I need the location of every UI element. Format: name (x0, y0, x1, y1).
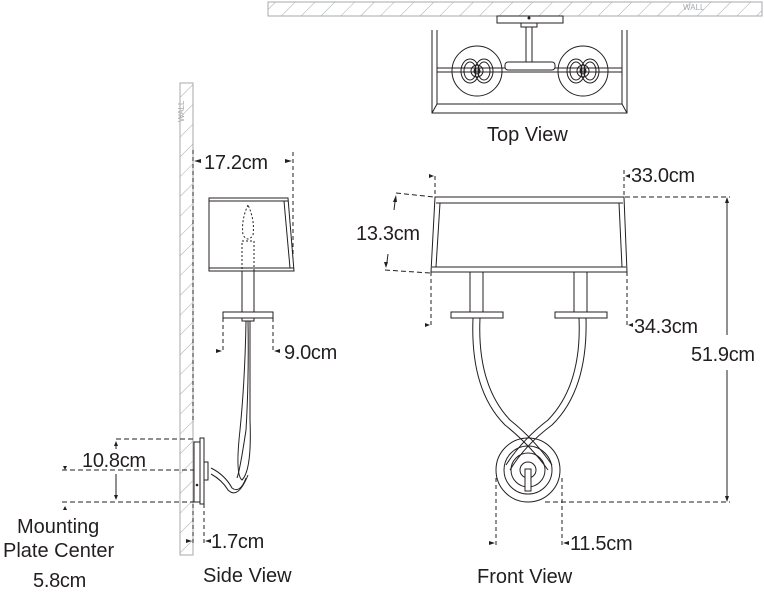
front-view-label: Front View (477, 566, 573, 588)
dim-backplate-width: 11.5cm (570, 533, 633, 555)
side-view-drawing (62, 82, 295, 556)
dim-side-extension: 17.2cm (204, 152, 268, 174)
mounting-plate-center-label-1: Mounting (17, 516, 100, 538)
mounting-plate-center-label-2: Plate Center (3, 540, 115, 562)
dim-mounting-plate-center: 5.8cm (33, 570, 86, 592)
dim-overall-height: 51.9cm (691, 344, 755, 366)
top-view-label: Top View (487, 124, 568, 146)
top-view-drawing (267, 1, 763, 114)
front-view-drawing (384, 170, 730, 545)
wall-label-side: WALL (177, 100, 186, 123)
wall-side (179, 82, 194, 556)
dim-bobeche-width: 9.0cm (284, 342, 337, 364)
side-view-label: Side View (203, 565, 292, 587)
wall-label-top: WALL (683, 3, 705, 12)
dim-shade-bottom-width: 34.3cm (634, 316, 698, 338)
dim-shade-top-width: 33.0cm (631, 165, 695, 187)
dim-backplate-height: 10.8cm (82, 450, 146, 472)
dim-backplate-depth: 1.7cm (211, 531, 264, 553)
dim-shade-height: 13.3cm (356, 223, 420, 245)
